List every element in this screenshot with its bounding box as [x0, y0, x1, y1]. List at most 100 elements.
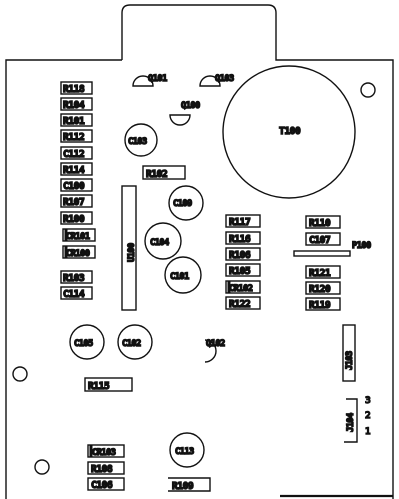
right-resistor-stack: R110 C107 P100 R121 R120 R119 — [293, 215, 372, 312]
capacitor-c105 — [69, 324, 105, 360]
board-outline — [5, 4, 394, 499]
label-c102: C102 — [122, 339, 141, 349]
mounting-hole-bottom-left — [34, 459, 50, 475]
label-r115: R115 — [88, 381, 110, 392]
resistor-r116 — [225, 231, 261, 245]
label-r117: R117 — [229, 217, 250, 228]
capacitor-c102 — [117, 324, 153, 360]
label-q103: Q103 — [215, 74, 234, 84]
label-r110: R110 — [309, 218, 331, 229]
resistor-r110 — [305, 215, 341, 229]
resistor-r122 — [225, 296, 261, 310]
label-r101: R101 — [63, 116, 85, 127]
label-c105: C105 — [74, 339, 93, 349]
resistor-r105 — [225, 263, 261, 277]
transistor-q100 — [169, 114, 191, 126]
capacitor-c112 — [60, 146, 93, 160]
capacitor-c106 — [87, 477, 125, 491]
ic-u100 — [121, 185, 137, 311]
label-r100: R100 — [63, 214, 85, 225]
resistor-r117 — [225, 214, 261, 228]
mounting-hole-left — [12, 366, 28, 382]
resistor-r109 — [168, 477, 211, 492]
transformer-t100 — [222, 65, 356, 199]
label-r116: R116 — [229, 234, 251, 245]
label-r121: R121 — [309, 268, 331, 279]
label-r118: R118 — [63, 84, 85, 95]
label-q102: Q102 — [206, 339, 225, 349]
label-c103: C103 — [128, 137, 147, 147]
label-r107: R107 — [63, 197, 84, 208]
resistor-r119 — [305, 297, 341, 311]
label-t100: T100 — [279, 126, 301, 137]
left-resistor-stack: R118 R104 R101 R112 C112 R114 C100 R107 … — [60, 81, 93, 226]
resistor-r103 — [60, 270, 93, 284]
label-r112: R112 — [63, 132, 84, 143]
label-c100: C100 — [63, 181, 85, 192]
resistor-r112 — [60, 129, 93, 143]
capacitor-c104 — [144, 222, 182, 260]
pin-number-2: 2 — [365, 411, 371, 421]
capacitor-c107 — [305, 232, 341, 246]
capacitor-c100 — [60, 178, 93, 192]
label-j103: J103 — [345, 351, 355, 370]
label-c101: C101 — [170, 272, 189, 282]
label-q100: Q100 — [181, 101, 200, 111]
capacitor-c109 — [168, 185, 204, 221]
label-r119: R119 — [309, 300, 331, 311]
transistor-q101 — [132, 75, 154, 87]
resistor-r101 — [60, 113, 93, 127]
diode-cr101 — [62, 228, 96, 242]
label-u100: U100 — [127, 243, 137, 262]
label-cr102: CR102 — [229, 284, 253, 294]
transistor-q103 — [199, 75, 221, 87]
label-cr103: CR103 — [92, 448, 116, 458]
capacitor-c103 — [124, 123, 158, 157]
label-c112: C112 — [63, 149, 84, 160]
label-r108: R108 — [91, 464, 113, 475]
resistor-r108 — [87, 461, 125, 475]
resistor-r104 — [60, 97, 93, 111]
capacitor-c113 — [169, 432, 205, 468]
jack-j104 — [344, 398, 358, 443]
label-c114: C114 — [63, 289, 85, 300]
label-q101: Q101 — [148, 74, 167, 84]
label-j104: J104 — [346, 413, 356, 432]
label-r104: R104 — [63, 100, 85, 111]
pin-number-1: 1 — [365, 427, 371, 437]
label-r109: R109 — [172, 481, 194, 492]
resistor-r106 — [225, 247, 261, 261]
resistor-r107 — [60, 194, 93, 208]
transistor-q102 — [204, 339, 217, 363]
resistor-r115 — [84, 377, 133, 392]
capacitor-c114 — [60, 286, 93, 300]
resistor-r100 — [60, 211, 93, 225]
label-p100: P100 — [352, 241, 371, 251]
label-cr100: CR100 — [66, 249, 90, 259]
label-c113: C113 — [175, 447, 194, 457]
label-r106: R106 — [229, 250, 251, 261]
label-c109: C109 — [173, 199, 192, 209]
center-resistor-stack: R117 R116 R106 R105 CR102 R122 — [225, 214, 261, 311]
label-cr101: CR101 — [66, 232, 90, 242]
label-r122: R122 — [229, 299, 250, 310]
diode-cr103 — [87, 444, 125, 458]
label-c104: C104 — [150, 238, 169, 248]
label-r114: R114 — [63, 165, 85, 176]
label-c106: C106 — [91, 480, 113, 491]
diode-cr100 — [62, 245, 96, 259]
connector-p100 — [293, 250, 351, 257]
diode-cr102 — [225, 280, 261, 294]
label-r103: R103 — [63, 273, 85, 284]
pin-number-3: 3 — [365, 396, 371, 406]
resistor-r102 — [142, 165, 186, 180]
resistor-r120 — [305, 281, 341, 295]
capacitor-c101 — [164, 256, 202, 294]
resistor-r118 — [60, 81, 93, 95]
resistor-r121 — [305, 265, 341, 279]
label-r120: R120 — [309, 284, 331, 295]
label-r102: R102 — [146, 169, 167, 180]
jack-j103 — [342, 324, 356, 382]
resistor-r114 — [60, 162, 93, 176]
